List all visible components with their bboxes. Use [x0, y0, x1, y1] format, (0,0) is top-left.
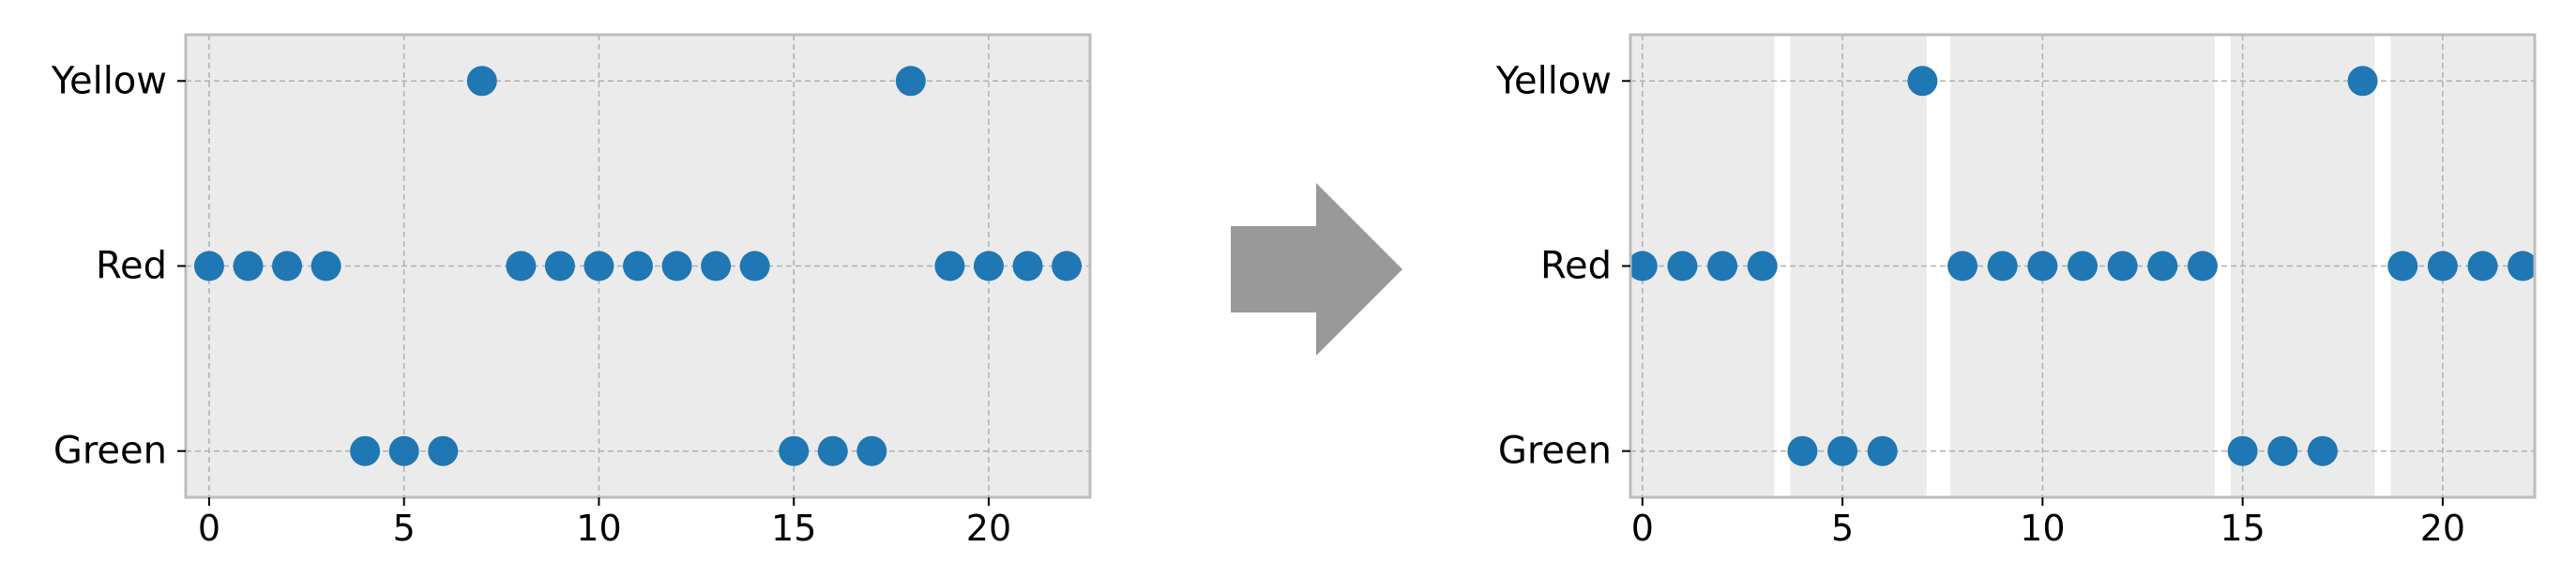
data-point	[661, 251, 692, 281]
data-point	[1667, 251, 1698, 281]
data-point	[895, 66, 926, 97]
data-point	[1012, 251, 1043, 281]
data-point	[2508, 251, 2535, 281]
data-point	[817, 435, 848, 466]
data-point	[2387, 251, 2418, 281]
data-point	[934, 251, 965, 281]
y-tick-label: Yellow	[1495, 59, 1612, 102]
data-point	[2427, 251, 2458, 281]
data-point	[623, 251, 653, 281]
points-layer	[193, 66, 1083, 466]
x-tick-label: 5	[1831, 508, 1854, 549]
chart-panel-after: 0 5 10 15 20 Green Red Yellow	[1495, 33, 2537, 549]
right-arrow-icon	[1231, 183, 1402, 356]
data-point	[1052, 251, 1083, 281]
x-tick-label: 20	[966, 508, 1011, 549]
data-point	[1630, 251, 1658, 281]
data-point	[350, 435, 381, 466]
y-tick-label: Red	[96, 245, 167, 288]
data-point	[1827, 435, 1858, 466]
data-point	[1707, 251, 1738, 281]
x-tick-label: 5	[393, 508, 416, 549]
data-point	[2147, 251, 2178, 281]
data-point	[311, 251, 341, 281]
data-point	[1947, 251, 1978, 281]
x-tick-label: 10	[576, 508, 621, 549]
data-point	[2027, 251, 2058, 281]
data-point	[1867, 435, 1898, 466]
y-tick-label: Green	[1498, 430, 1612, 473]
data-point	[739, 251, 770, 281]
data-point	[856, 435, 887, 466]
x-tick-label: 15	[771, 508, 816, 549]
y-tick-label: Green	[53, 430, 167, 473]
data-point	[2107, 251, 2138, 281]
data-point	[1987, 251, 2018, 281]
data-point	[2467, 251, 2498, 281]
data-point	[388, 435, 419, 466]
data-point	[1787, 435, 1818, 466]
data-point	[701, 251, 732, 281]
data-point	[2068, 251, 2098, 281]
y-tick-label: Red	[1540, 245, 1612, 288]
data-point	[1907, 66, 1938, 97]
x-tick-label: 15	[2220, 508, 2265, 549]
data-point	[2187, 251, 2218, 281]
data-point	[193, 251, 224, 281]
data-point	[506, 251, 537, 281]
x-tick-label: 0	[1631, 508, 1654, 549]
y-tick-label: Yellow	[51, 59, 167, 102]
chart-panel-before: 0 5 10 15 20 Green Red Yellow	[51, 33, 1092, 549]
data-point	[428, 435, 459, 466]
data-point	[2267, 435, 2298, 466]
data-point	[466, 66, 497, 97]
data-point	[779, 435, 810, 466]
data-point	[2347, 66, 2378, 97]
data-point	[272, 251, 303, 281]
x-tick-label: 10	[2020, 508, 2065, 549]
x-tick-label: 0	[198, 508, 220, 549]
x-tick-label: 20	[2420, 508, 2465, 549]
data-point	[583, 251, 614, 281]
data-point	[1747, 251, 1778, 281]
points-layer	[1630, 66, 2535, 466]
data-point	[2227, 435, 2258, 466]
data-point	[233, 251, 264, 281]
data-point	[973, 251, 1004, 281]
data-point	[544, 251, 575, 281]
data-point	[2307, 435, 2338, 466]
